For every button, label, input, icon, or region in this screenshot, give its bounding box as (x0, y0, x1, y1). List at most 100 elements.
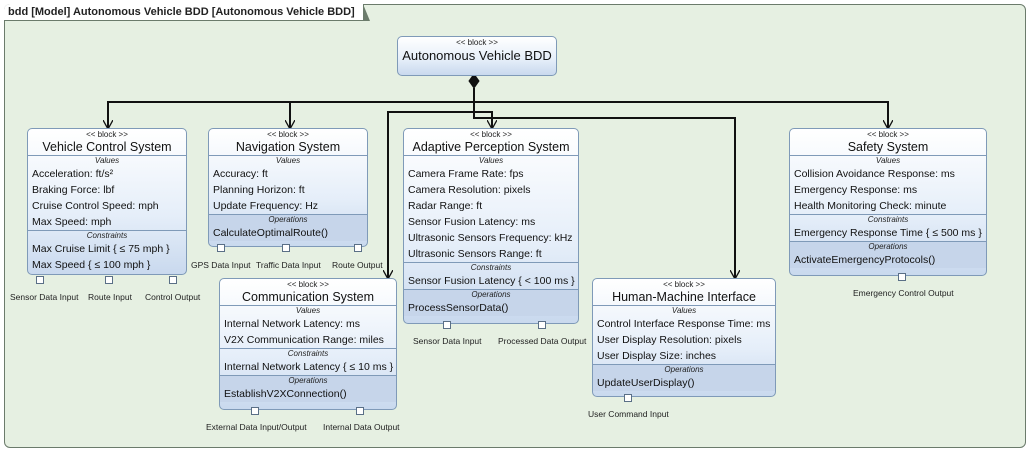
port-safety-emergency-control-output[interactable] (898, 273, 906, 281)
block-human-machine-interface[interactable]: << block >> Human-Machine Interface Valu… (592, 278, 776, 397)
value-row: Max Speed: mph (32, 216, 112, 228)
composition-diamond (468, 73, 480, 89)
block-navigation-system[interactable]: << block >> Navigation System Values Acc… (208, 128, 368, 247)
connector-perception (473, 88, 492, 128)
port-label: Control Output (145, 292, 201, 302)
port-hmi-user-command-input[interactable] (624, 394, 632, 402)
values-compartment: Values Camera Frame Rate: fps Camera Res… (404, 155, 578, 262)
frame-title: bdd [Model] Autonomous Vehicle BDD [Auto… (4, 4, 370, 21)
block-autonomous-vehicle-bdd[interactable]: << block >> Autonomous Vehicle BDD (397, 36, 557, 76)
values-compartment: Values Accuracy: ft Planning Horizon: ft… (209, 155, 367, 214)
constraint-row: Max Speed { ≤ 100 mph } (32, 259, 151, 271)
connector-safety (474, 101, 888, 128)
port-nav-gps-data-input[interactable] (217, 244, 225, 252)
port-label: External Data Input/Output (206, 422, 307, 432)
value-row: Emergency Response: ms (794, 184, 918, 196)
value-row: Sensor Fusion Latency: ms (408, 216, 536, 228)
compartment-header: Values (94, 156, 120, 165)
stereotype-label: << block >> (470, 130, 512, 139)
block-name: Communication System (242, 290, 374, 304)
port-vehicle-route-input[interactable] (105, 276, 113, 284)
port-label: Sensor Data Input (10, 292, 79, 302)
compartment-header: Operations (288, 376, 328, 385)
port-nav-traffic-data-input[interactable] (282, 244, 290, 252)
port-label: Emergency Control Output (853, 288, 954, 298)
port-perception-processed-data-output[interactable] (538, 321, 546, 329)
compartment-header: Operations (868, 242, 908, 251)
value-row: Camera Frame Rate: fps (408, 168, 524, 180)
value-row: User Display Size: inches (597, 350, 717, 362)
compartment-header: Operations (664, 365, 704, 374)
operation-row: CalculateOptimalRoute() (213, 227, 328, 239)
values-compartment: Values Collision Avoidance Response: ms … (790, 155, 986, 214)
values-compartment: Values Internal Network Latency: ms V2X … (220, 305, 396, 348)
value-row: Radar Range: ft (408, 200, 483, 212)
port-label: Route Input (88, 292, 132, 302)
stereotype-label: << block >> (86, 130, 128, 139)
value-row: Camera Resolution: pixels (408, 184, 531, 196)
value-row: Internal Network Latency: ms (224, 318, 360, 330)
block-name: Autonomous Vehicle BDD (402, 48, 552, 63)
value-row: Update Frequency: Hz (213, 200, 319, 212)
constraints-compartment: Constraints Sensor Fusion Latency { < 10… (404, 262, 578, 289)
values-compartment: Values Acceleration: ft/s² Braking Force… (28, 155, 186, 230)
port-label: Internal Data Output (323, 422, 400, 432)
port-comm-internal-data-output[interactable] (356, 407, 364, 415)
value-row: Cruise Control Speed: mph (32, 200, 159, 212)
compartment-header: Constraints (86, 231, 128, 240)
compartment-header: Values (671, 306, 697, 315)
compartment-header: Constraints (287, 349, 329, 358)
compartment-header: Values (275, 156, 301, 165)
constraint-row: Emergency Response Time { ≤ 500 ms } (794, 227, 982, 239)
port-comm-external-data-io[interactable] (251, 407, 259, 415)
operations-compartment: Operations ProcessSensorData() (404, 289, 578, 316)
compartment-header: Operations (268, 215, 308, 224)
block-safety-system[interactable]: << block >> Safety System Values Collisi… (789, 128, 987, 276)
port-perception-sensor-data-input[interactable] (443, 321, 451, 329)
value-row: Ultrasonic Sensors Range: ft (408, 248, 542, 260)
value-row: V2X Communication Range: miles (224, 334, 384, 346)
compartment-header: Values (295, 306, 321, 315)
compartment-header: Constraints (867, 215, 909, 224)
values-compartment: Values Control Interface Response Time: … (593, 305, 775, 364)
port-nav-route-output[interactable] (354, 244, 362, 252)
compartment-header: Values (478, 156, 504, 165)
stereotype-label: << block >> (267, 130, 309, 139)
value-row: Acceleration: ft/s² (32, 168, 114, 180)
block-name: Human-Machine Interface (612, 290, 756, 304)
stereotype-label: << block >> (287, 280, 329, 289)
value-row: User Display Resolution: pixels (597, 334, 742, 346)
constraints-compartment: Constraints Internal Network Latency { ≤… (220, 348, 396, 375)
constraint-row: Sensor Fusion Latency { < 100 ms } (408, 275, 575, 287)
constraint-row: Max Cruise Limit { ≤ 75 mph } (32, 243, 170, 255)
port-vehicle-control-output[interactable] (169, 276, 177, 284)
block-communication-system[interactable]: << block >> Communication System Values … (219, 278, 397, 410)
port-label: Processed Data Output (498, 336, 587, 346)
operations-compartment: Operations EstablishV2XConnection() (220, 375, 396, 402)
block-adaptive-perception-system[interactable]: << block >> Adaptive Perception System V… (403, 128, 579, 324)
block-vehicle-control-system[interactable]: << block >> Vehicle Control System Value… (27, 128, 187, 275)
block-name: Vehicle Control System (42, 140, 172, 154)
port-label: Traffic Data Input (256, 260, 321, 270)
value-row: Ultrasonic Sensors Frequency: kHz (408, 232, 573, 244)
operation-row: ActivateEmergencyProtocols() (794, 254, 936, 266)
connector-hmi (473, 112, 735, 278)
operation-row: ProcessSensorData() (408, 302, 509, 314)
connector-communication (388, 111, 474, 278)
compartment-header: Values (875, 156, 901, 165)
constraints-compartment: Constraints Emergency Response Time { ≤ … (790, 214, 986, 241)
compartment-header: Constraints (470, 263, 512, 272)
block-name: Adaptive Perception System (412, 140, 570, 154)
port-label: GPS Data Input (191, 260, 251, 270)
port-vehicle-sensor-data-input[interactable] (36, 276, 44, 284)
connector-navigation (290, 101, 474, 128)
value-row: Control Interface Response Time: ms (597, 318, 771, 330)
stereotype-label: << block >> (663, 280, 705, 289)
stereotype-label: << block >> (456, 38, 498, 47)
value-row: Collision Avoidance Response: ms (794, 168, 955, 180)
value-row: Planning Horizon: ft (213, 184, 305, 196)
compartment-header: Operations (471, 290, 511, 299)
port-label: Sensor Data Input (413, 336, 482, 346)
block-name: Navigation System (235, 140, 341, 154)
